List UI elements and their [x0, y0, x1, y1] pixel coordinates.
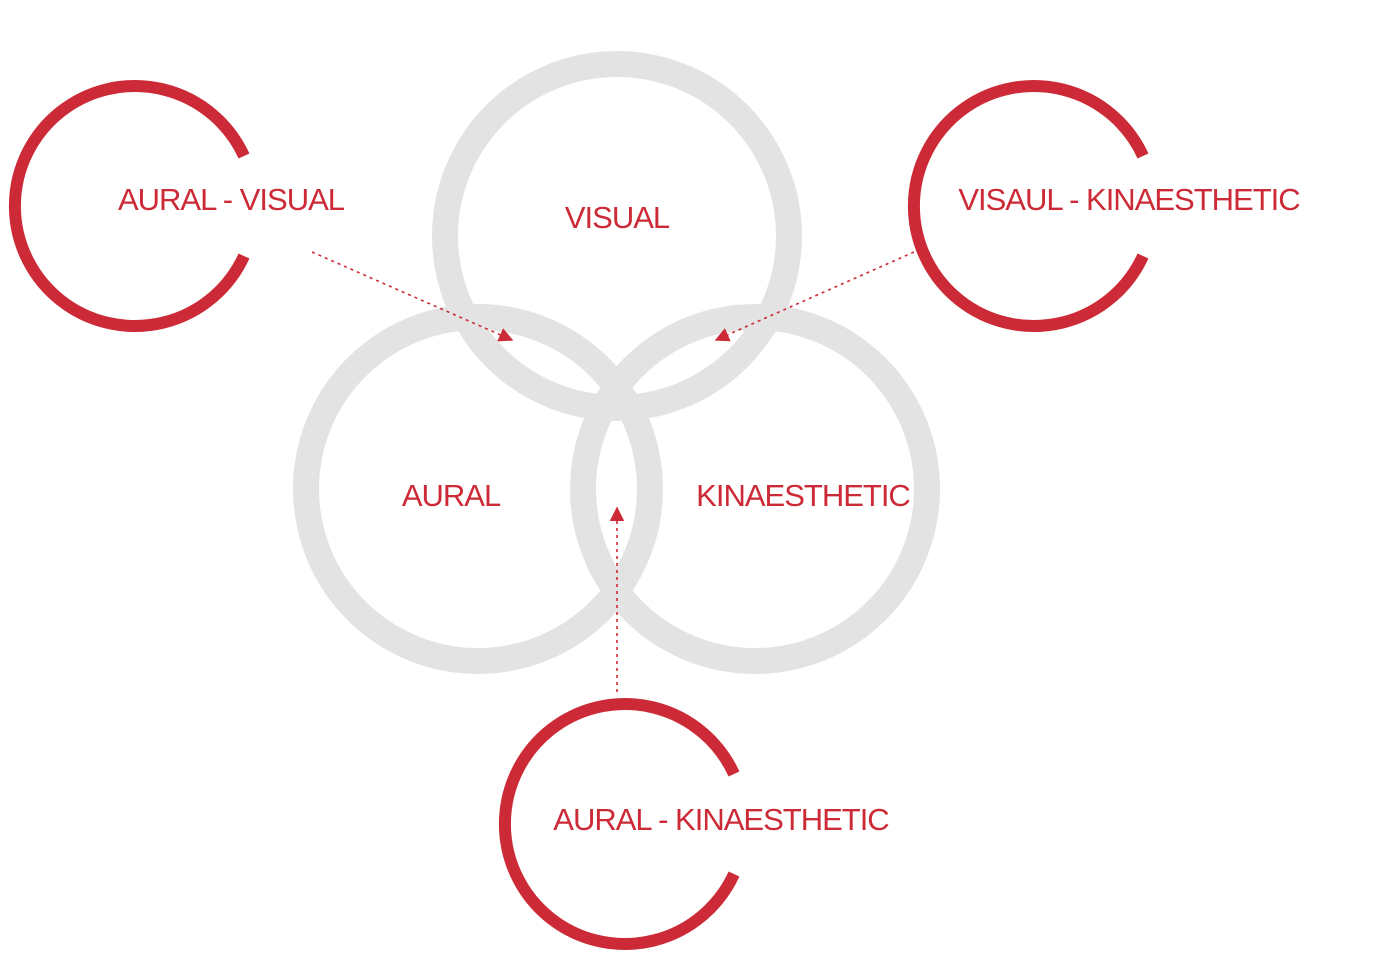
visual-kinaesthetic-label: VISAUL - KINAESTHETIC	[958, 182, 1300, 217]
aural-ring	[293, 304, 663, 674]
visual-kinaesthetic-arc	[907, 80, 1149, 332]
kinaesthetic-ring	[570, 304, 940, 674]
aural-visual-arc	[8, 80, 250, 332]
aural-visual-label: AURAL - VISUAL	[118, 182, 345, 217]
visual-label: VISUAL	[565, 200, 670, 235]
kinaesthetic-label: KINAESTHETIC	[696, 478, 910, 513]
aural-visual-pointer	[311, 251, 514, 342]
visual-kinaesthetic-pointer	[714, 251, 915, 342]
visual-ring	[432, 51, 802, 421]
aural-kinaesthetic-label: AURAL - KINAESTHETIC	[553, 802, 889, 837]
aural-label: AURAL	[402, 478, 501, 513]
aural-kinaesthetic-arc	[498, 698, 740, 950]
